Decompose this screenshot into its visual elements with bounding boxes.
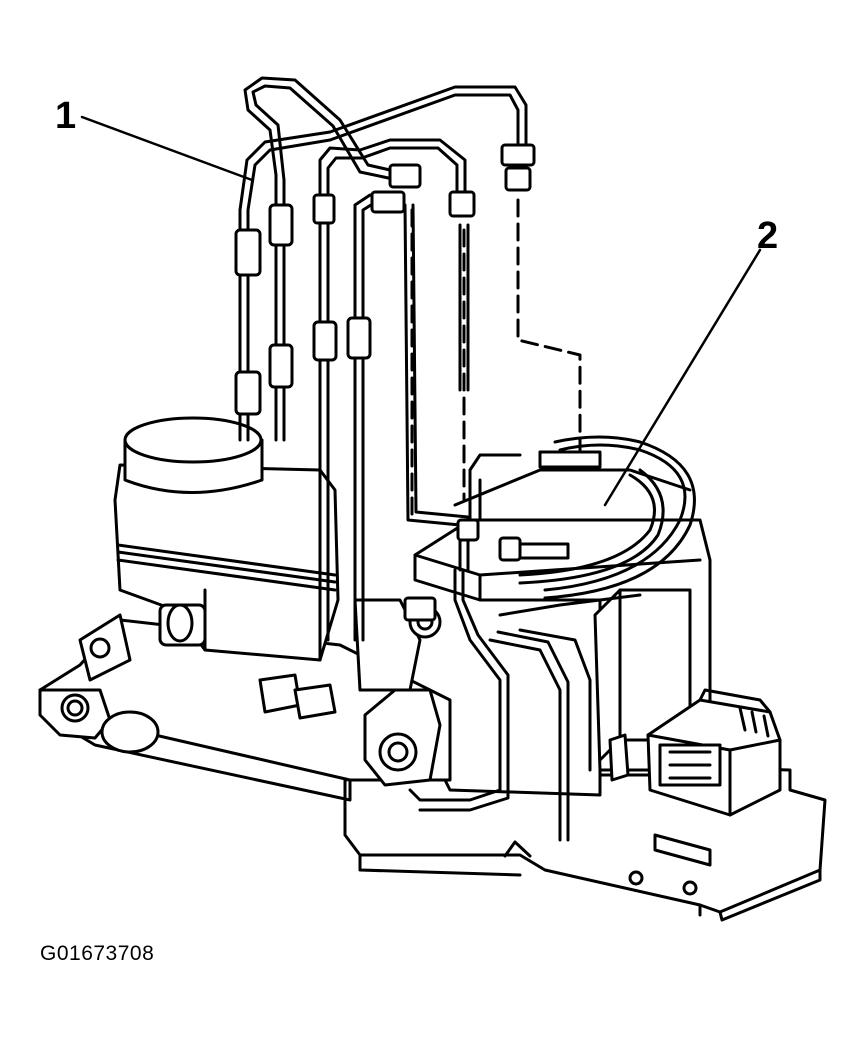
figure-id: G01673708 <box>40 942 155 965</box>
leader-line-2 <box>603 248 762 507</box>
fluid-reservoir <box>113 416 340 662</box>
master-cylinder <box>38 598 452 802</box>
brake-pipes <box>238 76 696 842</box>
callout-label-1: 1 <box>55 95 77 137</box>
ebcm-connector <box>608 688 782 867</box>
abs-modulator <box>413 450 712 777</box>
callout-label-2: 2 <box>757 215 779 257</box>
leader-lines <box>80 115 762 507</box>
leader-line-1 <box>80 115 254 182</box>
line-fittings <box>234 143 536 622</box>
